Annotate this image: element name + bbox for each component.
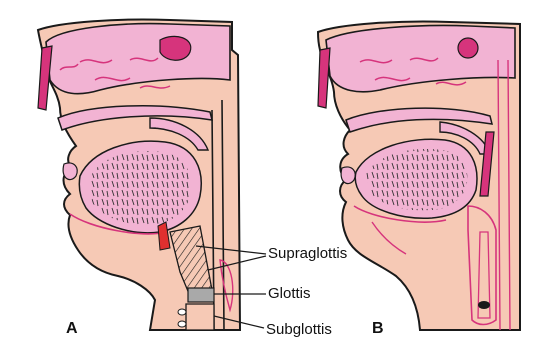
esophagus-opening-b <box>478 301 490 309</box>
panel-letter-a: A <box>66 320 78 338</box>
panel-letter-b: B <box>372 320 384 338</box>
panel-b-head <box>318 21 520 330</box>
panel-a-head <box>38 19 240 330</box>
tongue-texture-a <box>90 151 191 225</box>
glottis-region-a <box>188 288 214 302</box>
trachea-ring-a-1 <box>178 309 186 315</box>
pituitary-b <box>458 38 478 58</box>
lips-a <box>63 163 77 180</box>
pituitary-a <box>160 36 191 60</box>
subglottis-region-a <box>186 304 214 330</box>
lips-b <box>341 167 355 184</box>
trachea-ring-a-2 <box>178 321 186 327</box>
label-glottis: Glottis <box>268 285 311 302</box>
label-subglottis: Subglottis <box>266 321 332 338</box>
nasal-bone-b <box>318 48 330 108</box>
label-supraglottis: Supraglottis <box>268 245 347 262</box>
